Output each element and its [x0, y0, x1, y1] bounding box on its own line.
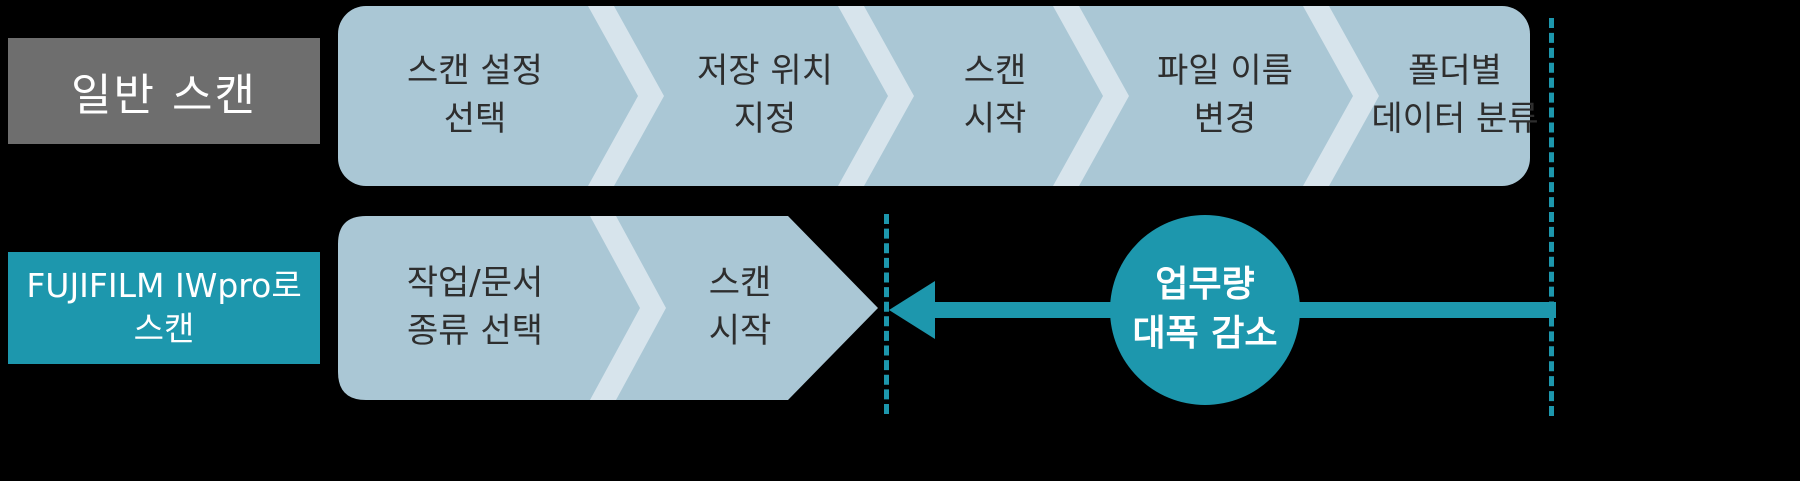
workload-reduction-badge: 업무량 대폭 감소	[1110, 215, 1300, 405]
step-label: 스캔 시작	[963, 51, 1027, 139]
bottom-flow-bar	[338, 216, 878, 400]
divider-dashed-line-right	[1549, 18, 1554, 416]
chevron-separator	[1303, 6, 1379, 186]
iwpro-scan-label: FUJIFILM IWpro로 스캔	[8, 252, 320, 364]
chevron-separator	[1053, 6, 1129, 186]
chevron-separator	[838, 6, 914, 186]
step-label: 작업/문서 종류 선택	[406, 263, 544, 351]
step-label: 스캔 시작	[708, 263, 772, 351]
divider-dashed-line-middle	[884, 214, 889, 414]
step-label: 스캔 설정 선택	[407, 51, 543, 139]
top-flow-shape	[338, 6, 1530, 186]
step-label: 폴더별 데이터 분류	[1371, 51, 1539, 139]
step-label: 파일 이름 변경	[1157, 51, 1293, 139]
chevron-separator	[588, 6, 664, 186]
reduction-arrow-head-icon	[889, 281, 935, 339]
chevron-separator	[590, 216, 666, 400]
bottom-flow-shape	[338, 216, 878, 400]
step-label: 저장 위치 지정	[697, 51, 833, 139]
normal-scan-label: 일반 스캔	[8, 38, 320, 144]
